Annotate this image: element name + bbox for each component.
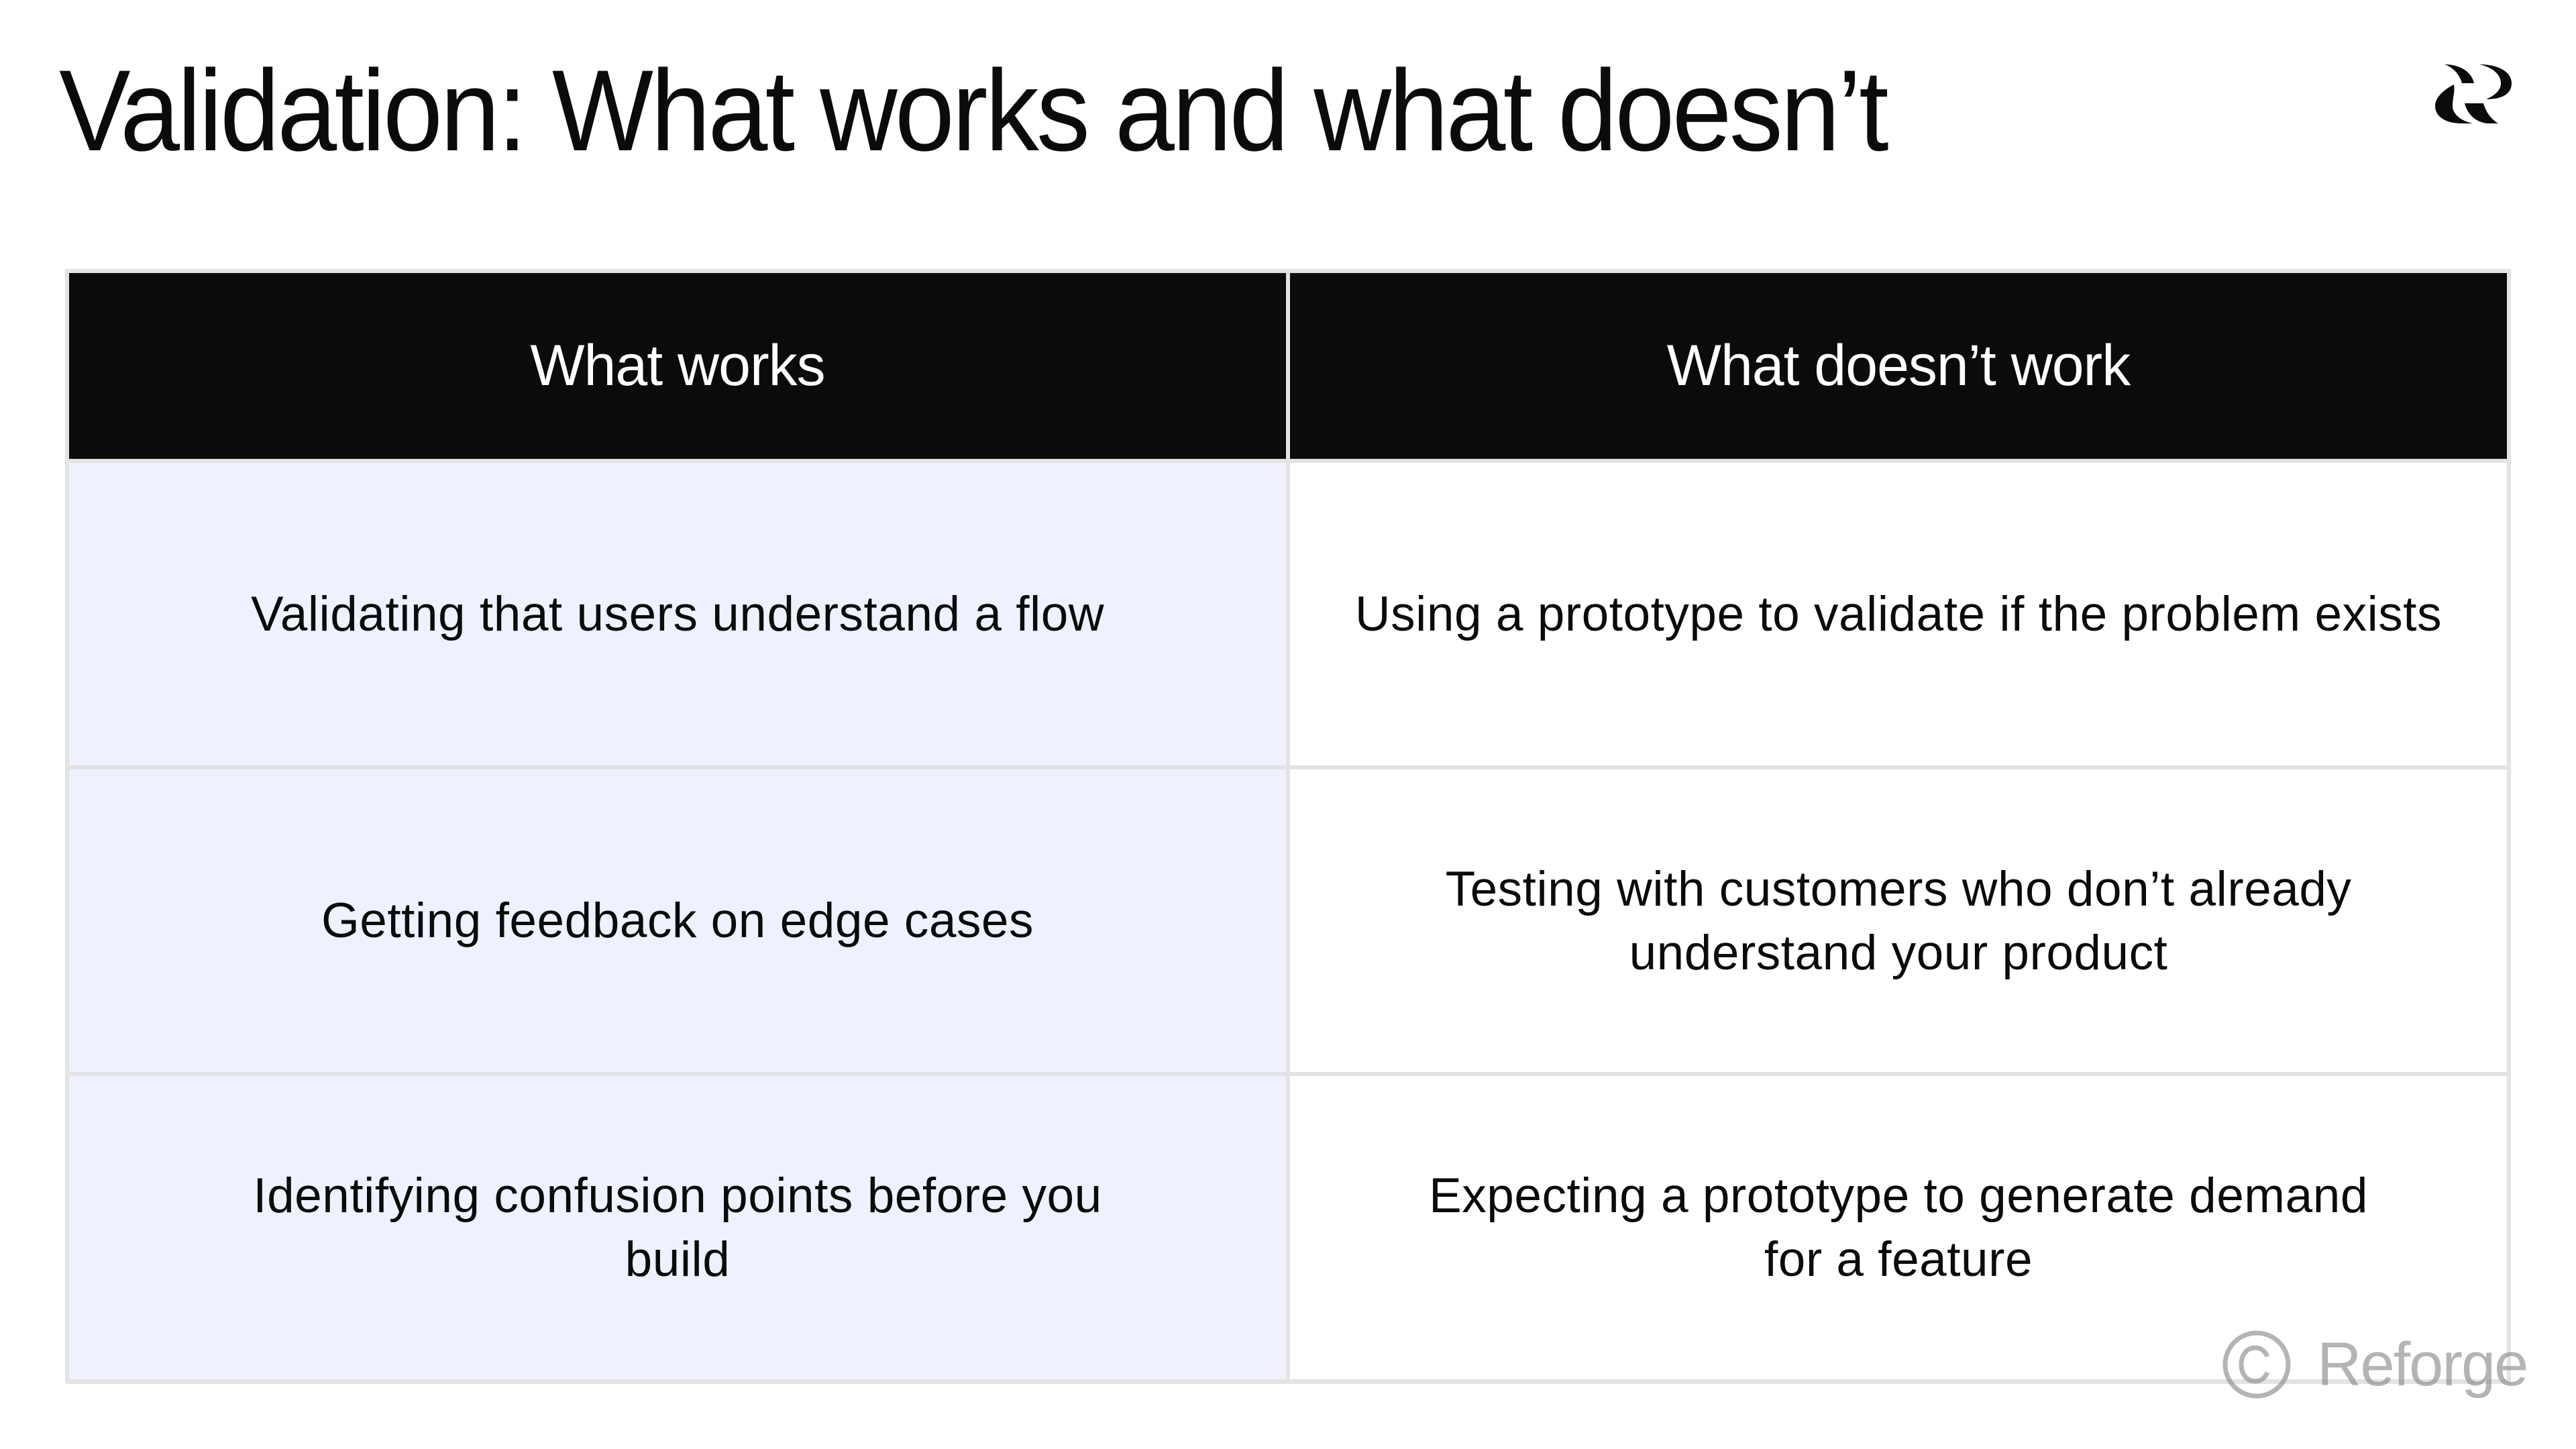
cell-doesnt-2: Testing with customers who don’t already… (1290, 769, 2507, 1072)
cell-text: Validating that users understand a flow (250, 587, 1105, 641)
cell-text: Getting feedback on edge cases (321, 894, 1034, 948)
header-what-works: What works (69, 273, 1286, 459)
slide-title: Validation: What works and what doesn’t (59, 46, 1889, 175)
cell-works-3: Identifying confusion points before you … (69, 1076, 1286, 1379)
cell-text: Using a prototype to validate if the pro… (1354, 587, 2443, 641)
header-what-doesnt-work: What doesn’t work (1290, 273, 2507, 459)
cell-text: Identifying confusion points before you … (253, 1169, 1102, 1287)
cell-doesnt-3: Expecting a prototype to generate demand… (1290, 1076, 2507, 1379)
reforge-logo-icon (2435, 64, 2512, 123)
cell-text: Expecting a prototype to generate demand… (1429, 1169, 2368, 1287)
cell-doesnt-1: Using a prototype to validate if the pro… (1290, 463, 2507, 765)
cell-works-2: Getting feedback on edge cases (69, 769, 1286, 1072)
comparison-table: What works What doesn’t work Validating … (65, 269, 2511, 1384)
cell-text: Testing with customers who don’t already… (1445, 861, 2352, 980)
cell-works-1: Validating that users understand a flow (69, 463, 1286, 765)
